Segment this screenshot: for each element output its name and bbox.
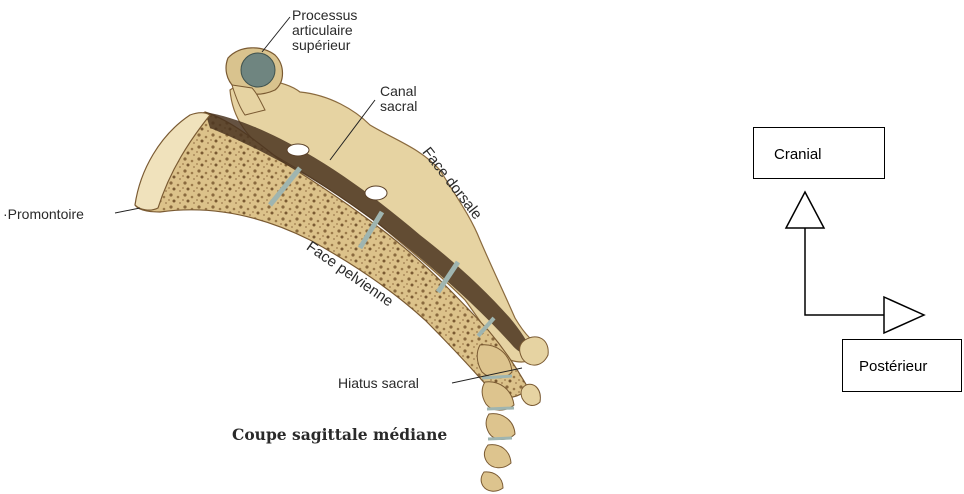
cranial-box: Cranial — [753, 127, 885, 179]
leader-processus — [262, 17, 290, 52]
arrow-right-icon — [884, 297, 924, 333]
label-line: articulaire — [292, 23, 357, 38]
orientation-arrows — [786, 192, 924, 333]
posterior-box: Postérieur — [842, 339, 962, 392]
label-line: sacral — [380, 99, 417, 114]
label-promontoire: ·Promontoire — [3, 207, 84, 222]
label-processus-articulaire: Processus articulaire supérieur — [292, 8, 357, 53]
label-line: Canal — [380, 84, 417, 99]
label-canal-sacral: Canal sacral — [380, 84, 417, 114]
cranial-label: Cranial — [774, 146, 822, 163]
articular-facet — [241, 53, 275, 87]
label-line: Processus — [292, 8, 357, 23]
leader-promontoire — [115, 208, 140, 213]
foramen — [287, 144, 309, 156]
coccyx — [477, 345, 515, 491]
cornua — [521, 384, 540, 405]
figure-caption: Coupe sagittale médiane — [232, 425, 447, 444]
arrow-up-icon — [786, 192, 824, 228]
label-hiatus-sacral: Hiatus sacral — [338, 376, 419, 391]
posterior-label: Postérieur — [859, 358, 927, 375]
cornua — [520, 337, 549, 365]
label-line: supérieur — [292, 38, 357, 53]
foramen — [365, 186, 387, 200]
